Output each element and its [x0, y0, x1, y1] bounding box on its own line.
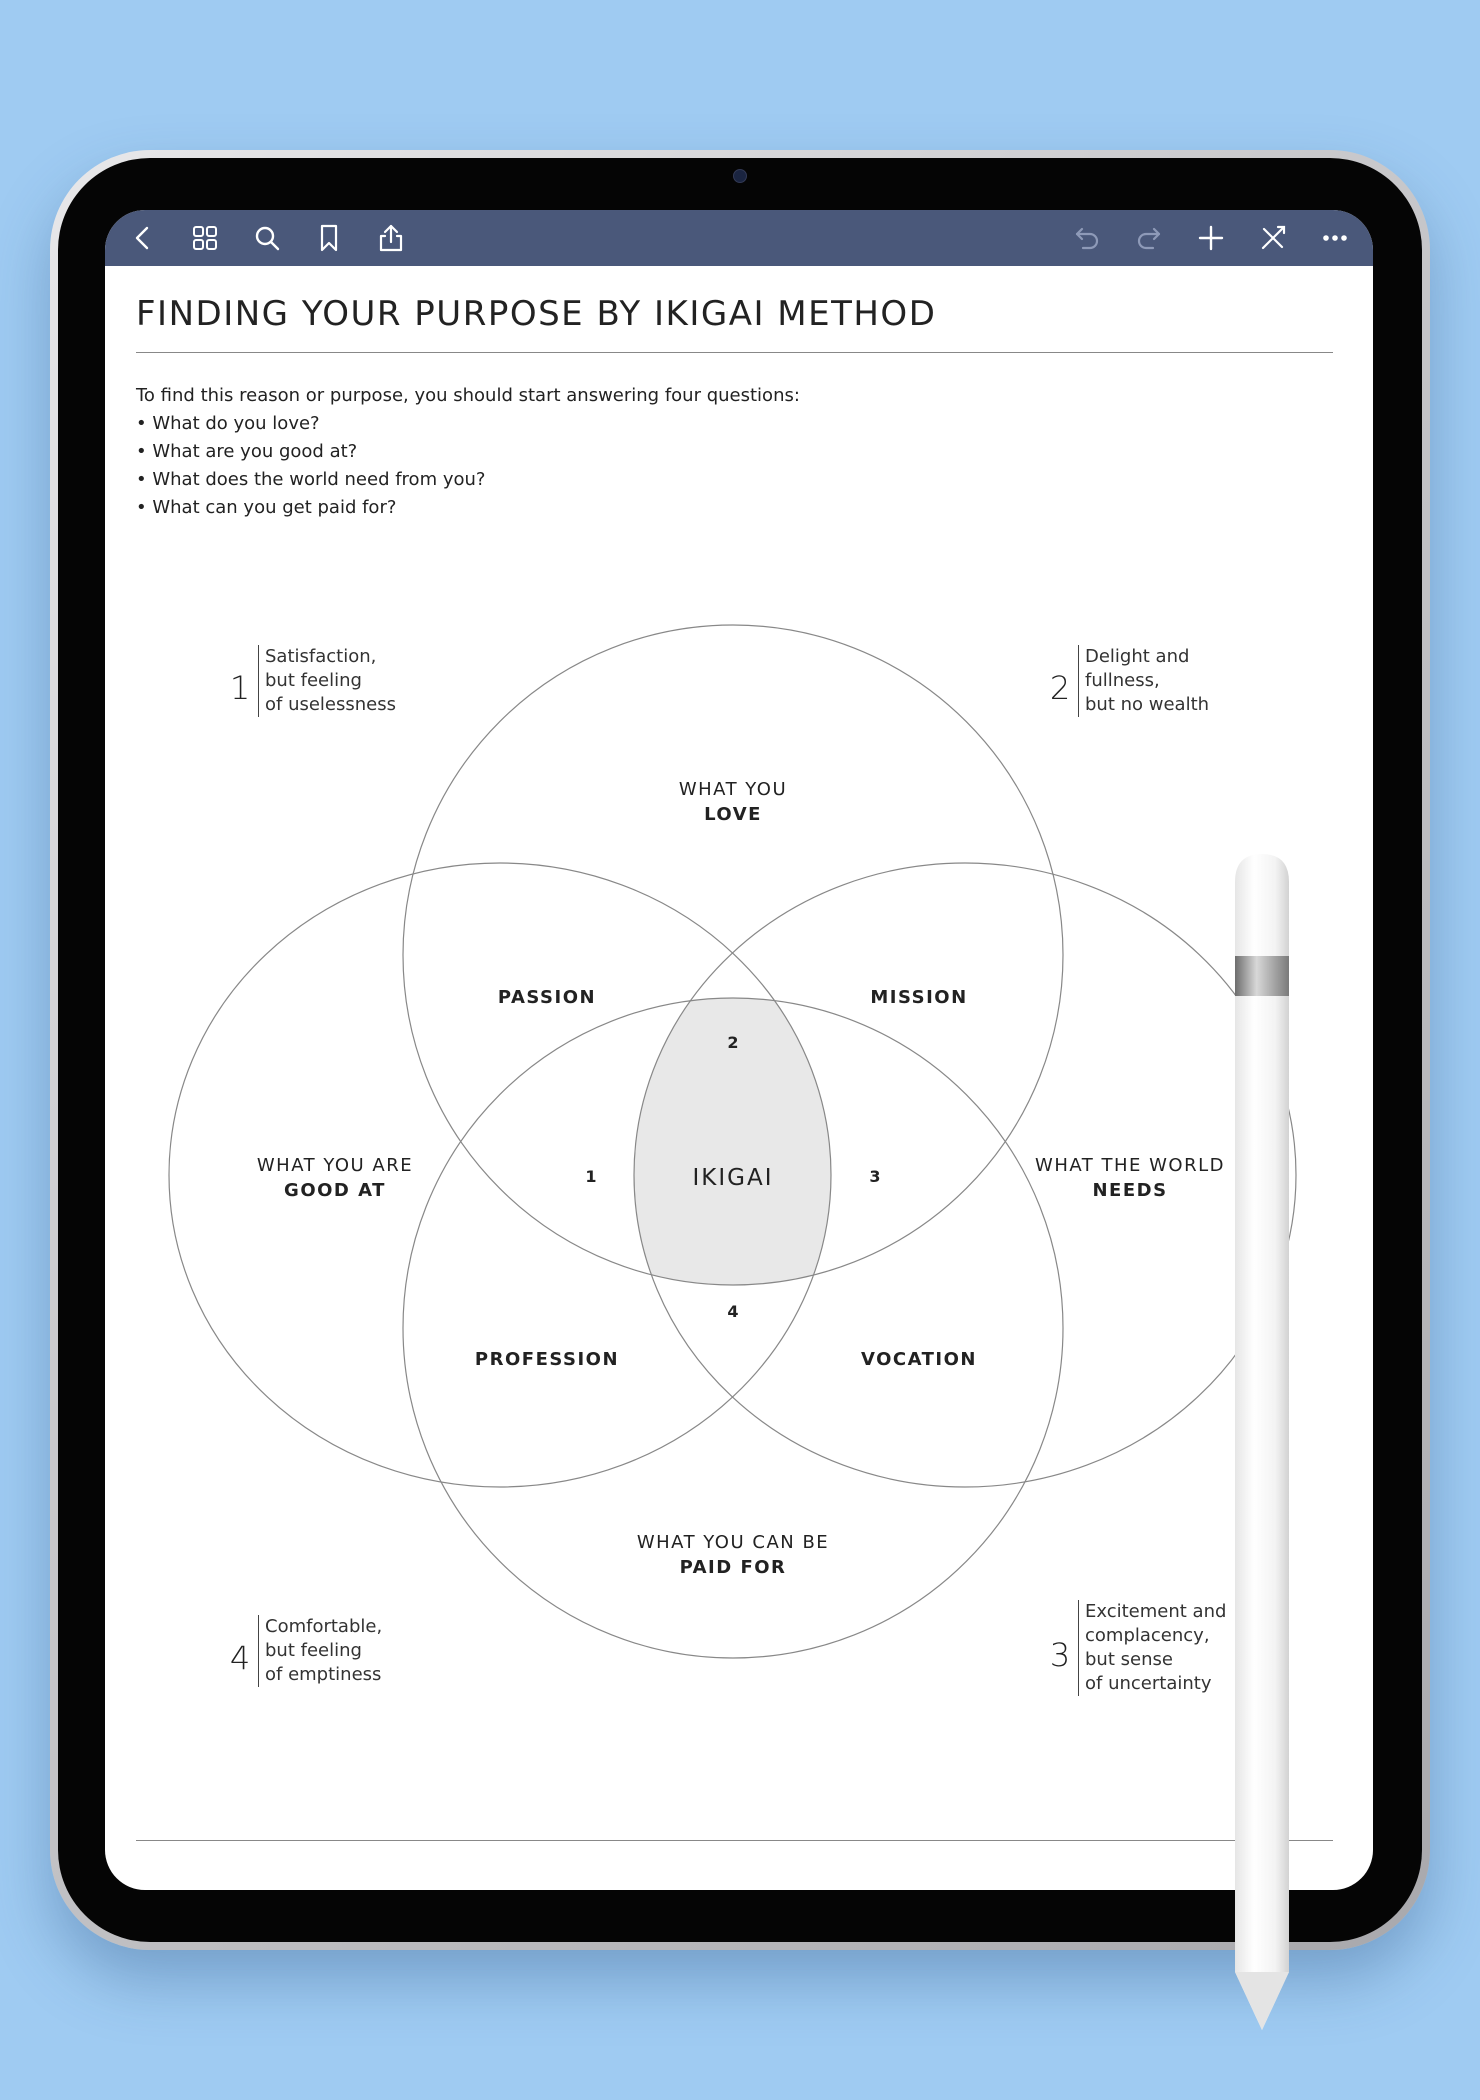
corner-note-4-number: 4 — [229, 1639, 251, 1677]
corner-note-1-line: of uselessness — [265, 694, 397, 715]
grid-icon[interactable] — [177, 210, 233, 266]
label-world-needs-line2: NEEDS — [1092, 1180, 1167, 1201]
front-camera — [733, 169, 747, 183]
circle-love — [402, 624, 1064, 1286]
redo-icon[interactable] — [1121, 210, 1177, 266]
add-icon[interactable] — [1183, 210, 1239, 266]
ikigai-venn-diagram: WHAT YOU LOVE WHAT YOU ARE GOOD AT WHAT … — [168, 624, 1297, 1659]
search-icon[interactable] — [239, 210, 295, 266]
close-pen-icon[interactable] — [1245, 210, 1301, 266]
question-paid-for: • What can you get paid for? — [136, 497, 397, 518]
question-good-at: • What are you good at? — [136, 441, 358, 462]
undo-icon[interactable] — [1059, 210, 1115, 266]
label-passion: PASSION — [498, 987, 596, 1008]
back-icon[interactable] — [115, 210, 171, 266]
top-toolbar — [105, 210, 1373, 266]
corner-note-4-line: of emptiness — [265, 1664, 382, 1685]
corner-note-4-line: Comfortable, — [265, 1616, 383, 1637]
corner-note-3-number: 3 — [1049, 1636, 1071, 1674]
corner-note-3-line: but sense — [1085, 1649, 1173, 1670]
corner-note-4-line: but feeling — [265, 1640, 362, 1661]
footer-divider — [136, 1840, 1333, 1841]
corner-note-1-line: Satisfaction, — [265, 646, 377, 667]
more-icon[interactable] — [1307, 210, 1363, 266]
corner-note-3-line: of uncertainty — [1085, 1673, 1212, 1694]
question-world-needs: • What does the world need from you? — [136, 469, 486, 490]
corner-note-4-text: Comfortable, but feeling of emptiness — [258, 1615, 382, 1687]
label-love-line2: LOVE — [704, 804, 762, 825]
label-good-at-line2: GOOD AT — [284, 1180, 386, 1201]
label-love-line1: WHAT YOU — [679, 779, 787, 800]
circle-good-at — [168, 862, 832, 1488]
label-vocation: VOCATION — [861, 1349, 977, 1370]
question-love: • What do you love? — [136, 413, 320, 434]
corner-note-1-line: but feeling — [265, 670, 362, 691]
corner-note-3: 3 Excitement and complacency, but sense … — [1042, 1600, 1226, 1696]
title-divider — [136, 352, 1333, 353]
circle-world-needs — [633, 862, 1297, 1488]
corner-note-1-number: 1 — [229, 669, 251, 707]
label-mission: MISSION — [870, 987, 967, 1008]
label-profession: PROFESSION — [475, 1349, 619, 1370]
overlap-number-2: 2 — [727, 1033, 738, 1052]
corner-note-2-line: but no wealth — [1085, 694, 1210, 715]
corner-note-2-text: Delight and fullness, but no wealth — [1078, 645, 1209, 717]
label-world-needs-line1: WHAT THE WORLD — [1035, 1155, 1225, 1176]
corner-note-2-line: fullness, — [1085, 670, 1160, 691]
circle-paid-for — [402, 997, 1064, 1659]
corner-note-2: 2 Delight and fullness, but no wealth — [1042, 645, 1209, 717]
intro-block: To find this reason or purpose, you shou… — [136, 382, 1036, 522]
label-paid-for-line2: PAID FOR — [680, 1557, 787, 1578]
corner-note-2-line: Delight and — [1085, 646, 1190, 667]
corner-note-1: 1 Satisfaction, but feeling of uselessne… — [222, 645, 396, 717]
label-good-at-line1: WHAT YOU ARE — [257, 1155, 413, 1176]
corner-note-3-text: Excitement and complacency, but sense of… — [1078, 1600, 1226, 1696]
overlap-number-4: 4 — [727, 1302, 738, 1321]
corner-note-4: 4 Comfortable, but feeling of emptiness — [222, 1615, 382, 1687]
page-title: FINDING YOUR PURPOSE BY IKIGAI METHOD — [136, 294, 937, 334]
intro-text: To find this reason or purpose, you shou… — [136, 385, 800, 406]
label-ikigai: IKIGAI — [693, 1165, 774, 1191]
corner-note-2-number: 2 — [1049, 669, 1071, 707]
corner-note-1-text: Satisfaction, but feeling of uselessness — [258, 645, 396, 717]
corner-note-3-line: Excitement and — [1085, 1601, 1227, 1622]
label-paid-for-line1: WHAT YOU CAN BE — [637, 1532, 829, 1553]
overlap-number-3: 3 — [869, 1167, 880, 1186]
app-screen: FINDING YOUR PURPOSE BY IKIGAI METHOD To… — [105, 210, 1373, 1890]
stylus-pencil — [1235, 854, 1289, 2030]
overlap-number-1: 1 — [585, 1167, 596, 1186]
corner-note-3-line: complacency, — [1085, 1625, 1210, 1646]
share-icon[interactable] — [363, 210, 419, 266]
bookmark-icon[interactable] — [301, 210, 357, 266]
